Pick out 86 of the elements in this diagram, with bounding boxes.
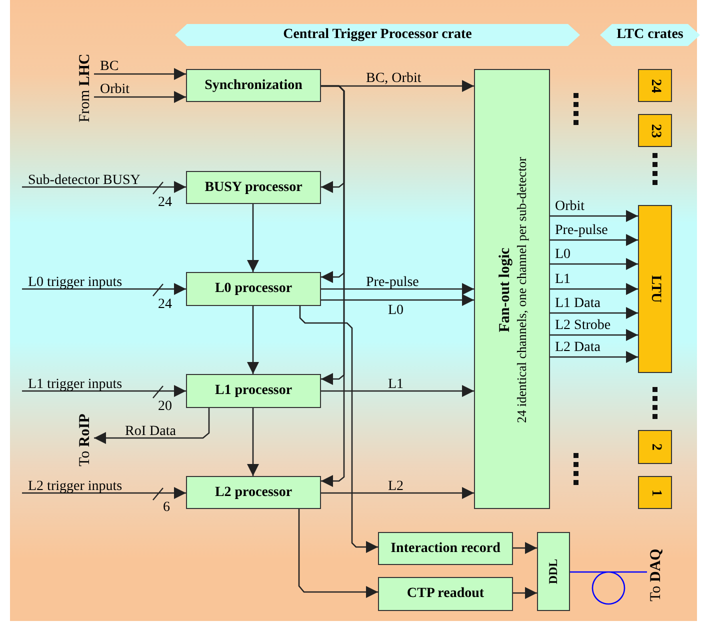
box-label: DDL <box>546 558 561 584</box>
edge-label: L0 <box>555 248 571 262</box>
crate-box <box>638 69 672 102</box>
edge-label: L0 trigger inputs <box>28 276 122 290</box>
edge-label: L2 trigger inputs <box>28 480 122 494</box>
arrow <box>298 509 378 598</box>
process-box <box>186 272 321 306</box>
arrow <box>22 181 186 193</box>
bus-width-label: 20 <box>158 400 172 414</box>
edge-label: RoI Data <box>125 425 176 439</box>
edge-label: BC <box>100 60 119 74</box>
edge-label: Pre-pulse <box>555 224 608 238</box>
edge-label: L1 <box>555 273 571 287</box>
process-box <box>186 69 321 102</box>
box-subtitle: 24 identical channels, one channel per sub-detector <box>514 156 530 424</box>
box-label: BUSY processor <box>204 180 302 196</box>
box-title: Fan-out logic <box>496 248 514 332</box>
box-label: L1 processor <box>214 383 292 399</box>
process-box <box>378 532 513 565</box>
arrow <box>299 306 378 553</box>
process-box <box>378 577 513 611</box>
box-label: 24 <box>647 78 663 92</box>
banner-title: Central Trigger Processor crate <box>283 27 472 43</box>
arrow <box>513 542 537 554</box>
arrow <box>22 283 186 295</box>
process-box <box>186 171 321 204</box>
arrow <box>321 487 474 499</box>
edge-label: BC, Orbit <box>366 72 422 86</box>
edge-label: L2 Strobe <box>555 319 611 333</box>
bus-width-label: 6 <box>163 501 170 515</box>
rotated-label: To DAQ <box>648 548 664 602</box>
edge-label: Pre-pulse <box>366 276 419 290</box>
process-box <box>186 476 321 509</box>
arrow <box>321 294 474 306</box>
edge-label: L1 <box>388 378 404 392</box>
crate-box <box>638 476 672 509</box>
arrow <box>550 210 638 222</box>
process-box <box>186 374 321 408</box>
box-label: 2 <box>647 444 663 450</box>
edge-label: L1 trigger inputs <box>28 378 122 392</box>
arrow <box>22 385 186 397</box>
box-label: Interaction record <box>390 540 500 556</box>
arrow <box>550 258 638 270</box>
arrow <box>94 408 210 444</box>
edge-label: Orbit <box>100 83 130 97</box>
box-label: L2 processor <box>214 484 292 500</box>
box-label: CTP readout <box>406 586 484 602</box>
box-label: 1 <box>647 489 663 496</box>
rotated-label: From LHC <box>76 54 94 122</box>
fan-out-box <box>474 69 550 509</box>
box-label: 23 <box>647 124 663 138</box>
edge-label: L1 Data <box>555 297 600 311</box>
arrow <box>550 329 638 341</box>
bus-width-label: 24 <box>158 196 172 210</box>
rotated-label: To RoIP <box>76 414 94 466</box>
bus-width-label: 24 <box>158 298 172 312</box>
arrow <box>550 234 638 246</box>
box-label: LTU <box>647 275 663 303</box>
arrow <box>321 385 474 397</box>
edge-label: L0 <box>388 304 404 318</box>
arrow <box>550 351 638 363</box>
crate-box <box>638 430 672 464</box>
edge-label: Orbit <box>555 200 585 214</box>
crate-box <box>638 205 672 373</box>
banner <box>600 24 700 46</box>
arrow <box>550 307 638 319</box>
banner <box>175 24 580 46</box>
arrow <box>247 306 259 374</box>
crate-box <box>638 114 672 147</box>
arrow <box>247 408 259 476</box>
arrow <box>321 85 345 487</box>
arrow <box>94 68 186 80</box>
arrow <box>247 204 259 272</box>
box-label: L0 processor <box>214 281 292 297</box>
arrow <box>513 587 537 599</box>
edge-label: Sub-detector BUSY <box>28 174 140 188</box>
arrow <box>550 283 638 295</box>
box-label: Synchronization <box>204 78 302 94</box>
arrow <box>94 91 186 103</box>
arrow <box>321 283 474 295</box>
edge-label: L2 <box>388 480 404 494</box>
arrow <box>22 487 186 499</box>
fiber-line <box>570 571 647 605</box>
ddl-box <box>537 532 570 611</box>
banner-title: LTC crates <box>616 27 684 43</box>
edge-label: L2 Data <box>555 341 600 355</box>
